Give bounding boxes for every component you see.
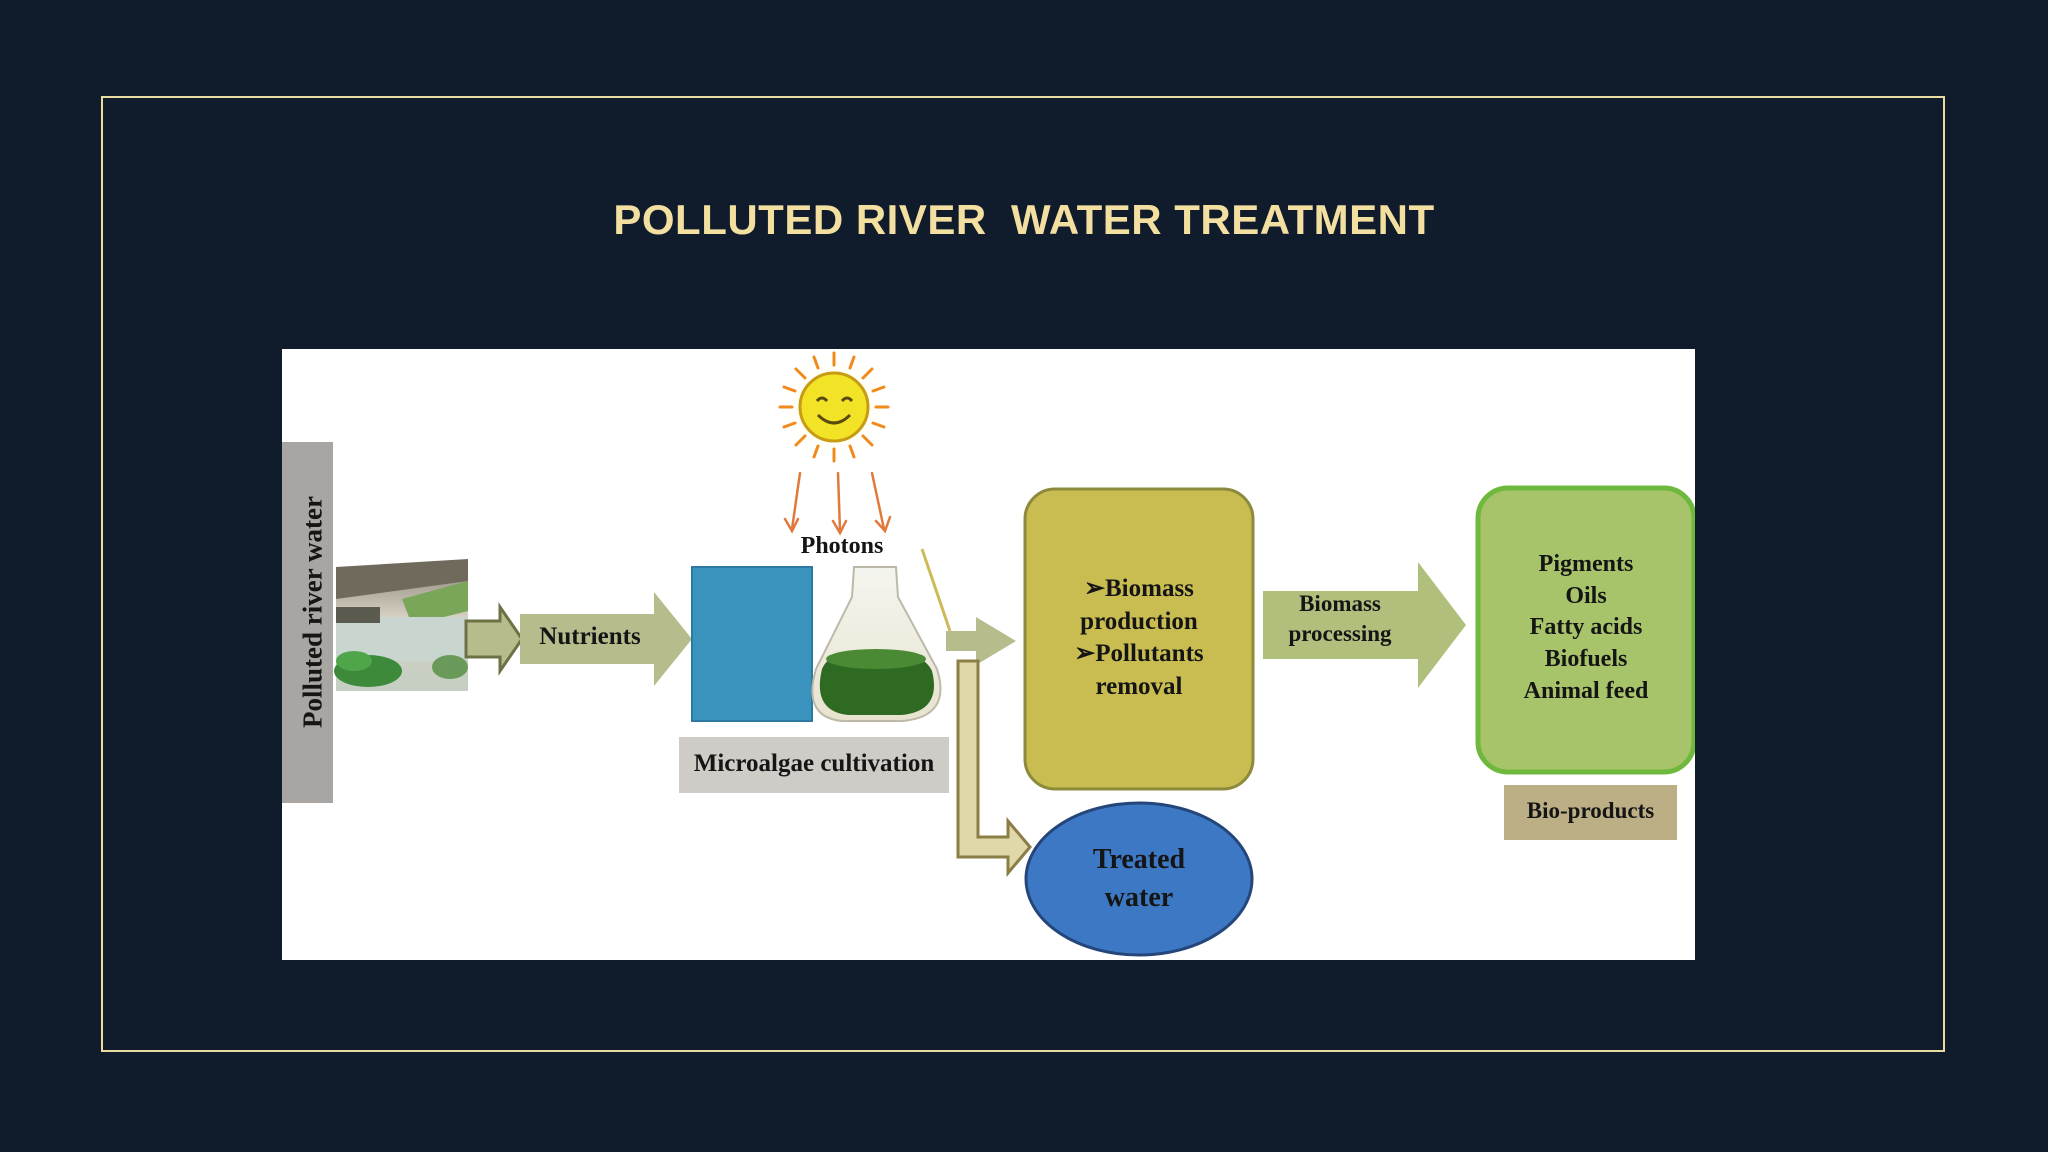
process-line-production: production: [1080, 607, 1198, 635]
cultivation-label: Microalgae cultivation: [693, 750, 935, 777]
photon-arrows: [783, 471, 892, 536]
algae-flask-icon: [811, 548, 952, 722]
treated-water-line2: water: [1104, 881, 1174, 913]
process-box-text: ➢Biomass production ➢Pollutants removal: [1025, 573, 1253, 703]
nutrients-arrow: [520, 592, 692, 686]
product-box: [1475, 485, 1695, 775]
river-label-text: Polluted river water: [297, 496, 328, 728]
treated-water-label: Treated water: [1026, 841, 1252, 917]
process-line-removal: removal: [1095, 672, 1183, 700]
product-item: Biofuels: [1544, 646, 1628, 673]
diagram-figure: Polluted river water Nutrients Photons M…: [282, 349, 1695, 960]
process-line-biomass: ➢Biomass: [1084, 575, 1194, 602]
diagram-graphics: [282, 351, 1695, 957]
product-item: Oils: [1565, 582, 1607, 609]
slide-frame: [101, 96, 1945, 1052]
arrow-to-process-box: [946, 617, 1016, 665]
bioproducts-label: Bio-products: [1526, 798, 1655, 823]
product-item: Pigments: [1538, 551, 1634, 577]
product-item: Fatty acids: [1529, 614, 1643, 641]
slide-title: POLLUTED RIVER WATER TREATMENT: [613, 196, 1435, 243]
product-list: Pigments Oils Fatty acids Biofuels Anima…: [1478, 549, 1694, 707]
photons-label: Photons: [800, 533, 884, 559]
arrow-to-treated-water: [956, 659, 1032, 878]
cultivation-label-bar: [679, 737, 949, 793]
treated-water-line1: Treated: [1092, 844, 1186, 875]
nutrients-label: Nutrients: [539, 623, 641, 650]
river-label-bar: [282, 442, 333, 803]
biomass-processing-label: Biomass processing: [1260, 589, 1420, 649]
sun-icon: [778, 351, 890, 463]
biomass-processing-line1: Biomass: [1299, 591, 1381, 616]
process-box: [1023, 487, 1255, 791]
biomass-processing-arrow: [1263, 562, 1466, 688]
bioproducts-label-bar: [1504, 785, 1677, 840]
cultivation-photo: [692, 567, 812, 721]
river-photo: [334, 559, 468, 691]
arrow-river-to-nutrients: [464, 602, 524, 676]
treated-water-ellipse: [1024, 801, 1254, 957]
process-line-pollutants: ➢Pollutants: [1074, 640, 1204, 667]
product-item: Animal feed: [1523, 677, 1649, 704]
biomass-processing-line2: processing: [1288, 620, 1392, 646]
river-label: Polluted river water: [294, 437, 332, 787]
